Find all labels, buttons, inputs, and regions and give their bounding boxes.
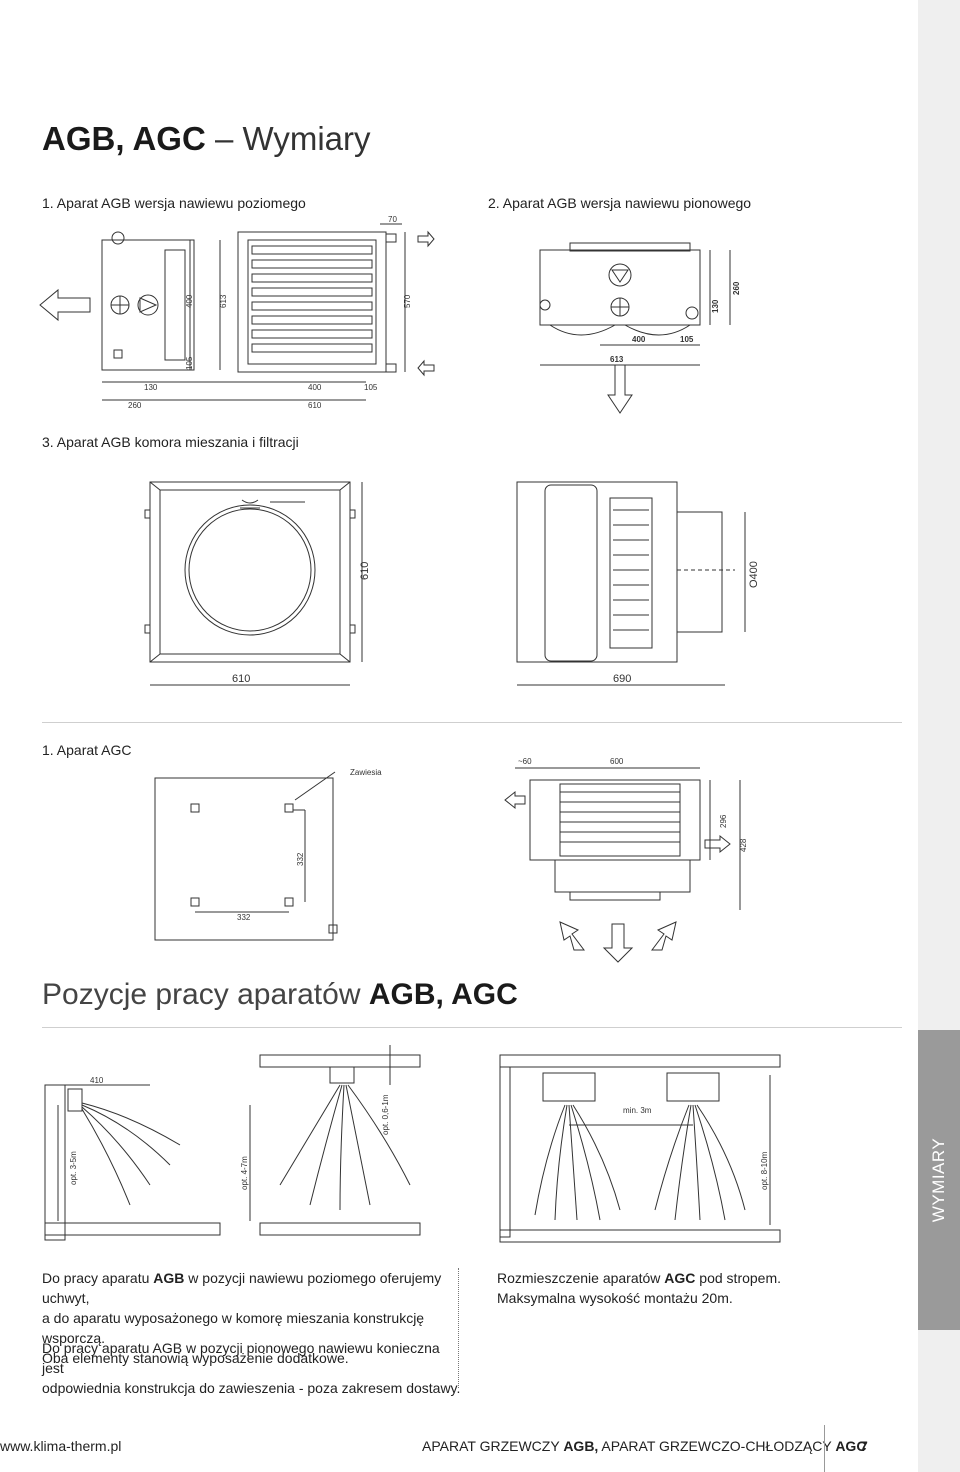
drawing-positions-agb: 410 opt. 3-5m opt. 4-7m opt. 0,6-1m — [44, 1045, 421, 1241]
dim-610-horizontal: 610 — [232, 673, 250, 685]
label-opt-4-7m: opt. 4-7m — [240, 1156, 249, 1190]
title-rest: Wymiary — [242, 120, 371, 157]
label-opt-06-1m: opt. 0,6-1m — [381, 1094, 390, 1135]
dim-105-v: 105 — [185, 356, 194, 370]
label-zawiesia: Zawiesia — [350, 768, 382, 777]
airflow-arrow-down — [607, 364, 633, 414]
text-fragment: pod stropem. — [695, 1270, 782, 1286]
dim-70: 70 — [388, 215, 397, 224]
paragraph-right-line1: Rozmieszczenie aparatów AGC pod stropem. — [497, 1268, 897, 1288]
text-bold: AGB — [153, 1270, 185, 1286]
airflow-arrow-right-down — [651, 921, 677, 951]
paragraph-left-1-line3: Oba elementy stanowią wyposażenie dodatk… — [42, 1350, 349, 1366]
divider-1 — [42, 722, 902, 723]
dim-260: 260 — [128, 401, 142, 410]
footer-divider — [824, 1425, 825, 1472]
dim-613-vert: 613 — [610, 355, 624, 364]
dim-570-v: 570 — [403, 294, 412, 308]
dim-428: 428 — [739, 838, 748, 852]
airflow-lines-vertical — [279, 1084, 411, 1211]
title-dash: – — [214, 120, 234, 157]
sidebar-label: WYMIARY — [918, 1030, 960, 1330]
label-opt-3-5m: opt. 3-5m — [69, 1151, 78, 1185]
dim-260-vert: 260 — [732, 281, 741, 295]
drawing-agb-horizontal: 70 400 613 570 105 130 400 105 260 610 — [39, 215, 435, 410]
section-title: Pozycje pracy aparatów AGB, AGC — [42, 978, 518, 1012]
section-title-light: Pozycje pracy aparatów — [42, 978, 361, 1011]
sidebar-strip-bottom — [918, 1330, 960, 1472]
dim-600: 600 — [610, 757, 624, 766]
dim-105-h: 105 — [364, 383, 378, 392]
airflow-lines-agc-1 — [534, 1104, 621, 1221]
footer-fragment: APARAT GRZEWCZO-CHŁODZĄCY — [598, 1438, 836, 1454]
coil-lines — [560, 791, 680, 843]
sidebar-tab — [918, 1030, 960, 1330]
paragraph-right: Rozmieszczenie aparatów AGC pod stropem.… — [497, 1268, 897, 1308]
dim-610: 610 — [308, 401, 322, 410]
paragraph-left-1-line2: a do aparatu wyposażonego w komorę miesz… — [42, 1310, 425, 1346]
airflow-arrow-down-agc — [602, 923, 634, 963]
dim-105-vert: 105 — [680, 335, 694, 344]
paragraph-left-1-line1: Do pracy aparatu AGB w pozycji nawiewu p… — [42, 1268, 462, 1308]
footer-fragment: APARAT GRZEWCZY — [422, 1438, 564, 1454]
paragraph-left-2-line1: Do pracy aparatu AGB w pozycji pionowego… — [42, 1340, 440, 1376]
paragraph-right-line2: Maksymalna wysokość montażu 20m. — [497, 1290, 733, 1306]
sidebar-strip-top — [918, 0, 960, 1030]
caption-agb-horizontal: 1. Aparat AGB wersja nawiewu poziomego — [42, 195, 306, 211]
filter-fins — [613, 509, 649, 631]
text-bold: AGC — [664, 1270, 696, 1286]
footer-bold: AGC — [835, 1438, 867, 1454]
caption-agb-vertical: 2. Aparat AGB wersja nawiewu pionowego — [488, 195, 752, 211]
paragraph-left-1: Do pracy aparatu AGB w pozycji nawiewu p… — [42, 1268, 462, 1368]
airflow-lines-horizontal — [81, 1102, 181, 1206]
dim-130: 130 — [144, 383, 158, 392]
airflow-arrow-left-down — [559, 921, 585, 951]
drawing-agc-top: Zawiesia 332 332 — [154, 768, 382, 941]
label-opt-8-10m: opt. 8-10m — [760, 1151, 769, 1190]
text-fragment: w pozycji nawiewu poziomego oferujemy uc… — [42, 1270, 442, 1306]
dim-400-h: 400 — [308, 383, 322, 392]
footer-url[interactable]: www.klima-therm.pl — [0, 1438, 122, 1454]
dim-410: 410 — [90, 1076, 104, 1085]
footer-product-line: APARAT GRZEWCZY AGB, APARAT GRZEWCZO-CHŁ… — [422, 1438, 866, 1454]
drawing-positions-agc: min. 3m opt. 8-10m — [499, 1054, 781, 1243]
dotted-divider — [458, 1268, 459, 1388]
airflow-lines-agc-2 — [654, 1104, 746, 1221]
section-title-bold: AGB, AGC — [368, 978, 518, 1011]
paragraph-left-2-line2: odpowiednia konstrukcja do zawieszenia -… — [42, 1380, 461, 1396]
dim-610-vertical: 610 — [359, 562, 371, 580]
dim-332-horizontal: 332 — [237, 913, 251, 922]
dim-400-vert: 400 — [632, 335, 646, 344]
drawing-mixing-side: O400 690 — [516, 481, 760, 686]
drawing-mixing-front: 610 610 — [144, 481, 371, 686]
dim-400-v: 400 — [185, 294, 194, 308]
page-number: 7 — [860, 1438, 868, 1454]
dim-613-v: 613 — [219, 294, 228, 308]
text-fragment: Rozmieszczenie aparatów — [497, 1270, 665, 1286]
drawing-agc-side: ~60 600 296 428 — [504, 757, 748, 963]
paragraph-left-2: Do pracy aparatu AGB w pozycji pionowego… — [42, 1338, 462, 1398]
drawing-agb-vertical: 400 105 613 130 260 — [539, 242, 741, 414]
caption-agc: 1. Aparat AGC — [42, 742, 132, 758]
caption-mixing-chamber: 3. Aparat AGB komora mieszania i filtrac… — [42, 434, 299, 450]
divider-2 — [42, 1027, 902, 1028]
dim-o400: O400 — [748, 561, 760, 588]
louvre-blades — [251, 245, 373, 353]
dim-60: ~60 — [518, 757, 532, 766]
footer-bold: AGB, — [563, 1438, 599, 1454]
dim-690: 690 — [613, 673, 631, 685]
label-min-3m: min. 3m — [623, 1106, 652, 1115]
text-fragment: Do pracy aparatu — [42, 1270, 154, 1286]
page-title: AGB, AGC – Wymiary — [42, 120, 371, 158]
dim-296: 296 — [719, 814, 728, 828]
dim-130-vert: 130 — [711, 299, 720, 313]
sidebar-label-text: WYMIARY — [929, 1137, 949, 1223]
title-bold: AGB, AGC — [42, 120, 206, 157]
dim-332-vertical: 332 — [296, 852, 305, 866]
airflow-arrow-left — [39, 288, 91, 322]
